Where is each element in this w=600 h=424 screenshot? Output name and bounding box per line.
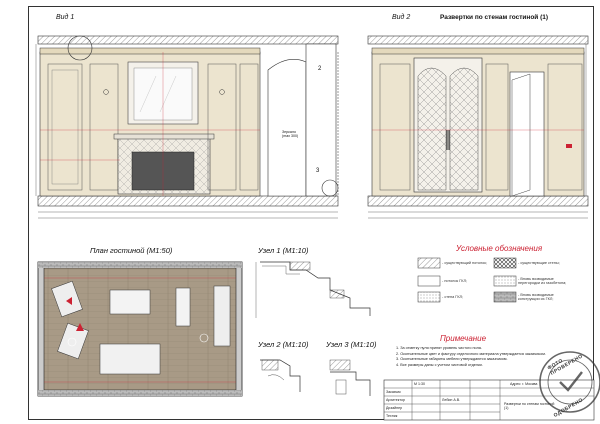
node1-title: Узел 1 (М1:10) bbox=[258, 246, 309, 255]
tb-customer-label: Заказчик bbox=[386, 390, 401, 394]
legend-item-label: - существующие стены; bbox=[518, 261, 560, 265]
tb-tech-label: Техник bbox=[386, 414, 398, 418]
legend-swatches bbox=[417, 257, 517, 303]
legend-title: Условные обозначения bbox=[456, 244, 543, 253]
legend-item-label: - Вновь возводимые перегородки из газобе… bbox=[518, 277, 567, 285]
note-item: 3. Окончательные габариты мебели утвержд… bbox=[396, 357, 508, 362]
sheet-title: Развертки по стенам гостиной (1) bbox=[440, 14, 549, 21]
legend-item-label: - существующий потолок; bbox=[442, 261, 487, 265]
sheet-border bbox=[28, 6, 594, 420]
node3-title: Узел 3 (М1:10) bbox=[326, 340, 377, 349]
tb-designer-label: Дизайнер bbox=[386, 406, 403, 410]
notes-title: Примечание bbox=[440, 334, 487, 343]
note-item: 2. Окончательные цвет и фактуру отделочн… bbox=[396, 351, 546, 356]
tb-address: Адрес: г. Москва bbox=[510, 382, 538, 386]
notes-list: 1. За отметку нуля принят уровень чистог… bbox=[396, 346, 546, 368]
node2-detail bbox=[260, 359, 301, 392]
node-marker-2: 2 bbox=[318, 66, 322, 72]
view1-label: Вид 1 bbox=[56, 14, 75, 21]
living-room-plan bbox=[37, 261, 243, 397]
plan-title: План гостиной (М1:50) bbox=[90, 246, 173, 255]
title-block bbox=[383, 379, 595, 421]
niche-label: Зеркало (max 300) bbox=[282, 130, 299, 138]
tb-architect-name: Лебин А.В. bbox=[442, 398, 461, 402]
node3-detail bbox=[324, 356, 376, 400]
approval-stamp bbox=[539, 351, 600, 413]
node2-title: Узел 2 (М1:10) bbox=[258, 340, 309, 349]
legend-item-label: - стена ГКЛ; bbox=[442, 295, 464, 299]
tb-sheet-name: Развертки по стенам гостиной (1) bbox=[504, 402, 555, 410]
node1-detail bbox=[255, 256, 386, 320]
node-marker-3: 3 bbox=[316, 168, 320, 174]
tb-scale: М 1:30 bbox=[414, 382, 425, 386]
tb-architect-label: Архитектор bbox=[386, 398, 405, 402]
note-item: 1. За отметку нуля принят уровень чистог… bbox=[396, 346, 482, 350]
note-item: 4. Все размеры даны с учетом чистовой от… bbox=[396, 362, 483, 367]
legend-item-label: - потолок ГКЛ; bbox=[442, 279, 468, 283]
legend-item-label: - Вновь возводимые конструкции из ГКЛ; bbox=[518, 293, 554, 301]
view2-label: Вид 2 bbox=[392, 14, 411, 21]
view2-elevation bbox=[367, 35, 589, 219]
view1-elevation bbox=[35, 35, 339, 219]
